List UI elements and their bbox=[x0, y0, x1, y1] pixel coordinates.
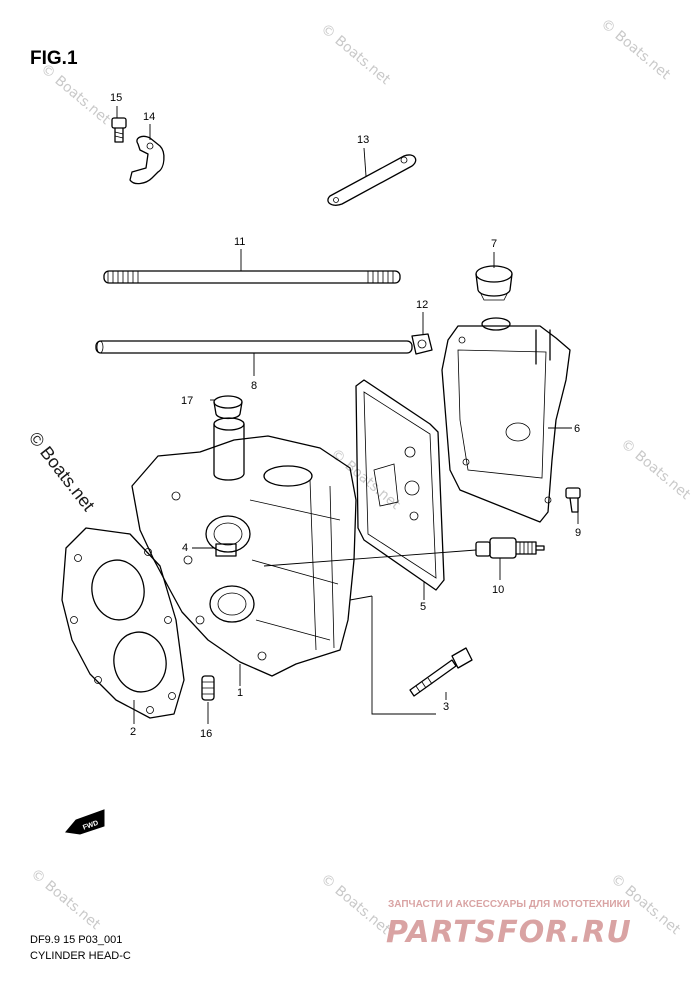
leader-lines bbox=[116, 106, 579, 724]
watermark: © Boats.net bbox=[317, 871, 393, 938]
callout-8: 8 bbox=[251, 380, 257, 392]
part-12-clip bbox=[411, 333, 433, 355]
callout-17: 17 bbox=[181, 395, 193, 407]
callout-6: 6 bbox=[574, 423, 580, 435]
part-15-bolt bbox=[111, 117, 127, 143]
watermark: © Boats.net bbox=[37, 61, 113, 128]
callout-16: 16 bbox=[200, 728, 212, 740]
callout-13: 13 bbox=[357, 134, 369, 146]
side-watermark: © Boats.net bbox=[25, 428, 99, 515]
part-5-gasket bbox=[355, 379, 445, 591]
part-10-spark-plug bbox=[475, 537, 545, 559]
callout-15: 15 bbox=[110, 92, 122, 104]
callout-1: 1 bbox=[237, 687, 243, 699]
callout-2: 2 bbox=[130, 726, 136, 738]
brand-name: PARTSFOR.RU bbox=[386, 915, 632, 950]
callout-5: 5 bbox=[420, 601, 426, 613]
part-17-plug bbox=[213, 395, 243, 420]
part-3-long-bolt bbox=[409, 647, 473, 697]
watermark: © Boats.net bbox=[27, 866, 103, 933]
watermark: © Boats.net bbox=[597, 16, 673, 83]
brand-tagline: ЗАПЧАСТИ И АКСЕССУАРЫ ДЛЯ МОТОТЕХНИКИ bbox=[388, 899, 630, 910]
part-8-rod bbox=[95, 340, 413, 354]
part-14-bracket bbox=[129, 135, 165, 185]
fig-label: FIG.1 bbox=[30, 48, 78, 69]
callout-14: 14 bbox=[143, 111, 155, 123]
callout-4: 4 bbox=[182, 542, 188, 554]
watermark: © Boats.net bbox=[617, 436, 693, 503]
callout-10: 10 bbox=[492, 584, 504, 596]
part-16-stud bbox=[201, 675, 215, 701]
callout-12: 12 bbox=[416, 299, 428, 311]
callout-9: 9 bbox=[575, 527, 581, 539]
part-13-strap bbox=[327, 154, 417, 206]
callout-labels: 15 14 13 11 7 12 8 17 6 9 4 10 5 1 3 2 1… bbox=[110, 92, 581, 740]
diagram-code: DF9.9 15 P03_001 bbox=[30, 934, 122, 946]
part-7-cap bbox=[475, 265, 513, 301]
part-1-cylinder-head bbox=[131, 417, 357, 677]
watermark: © Boats.net bbox=[317, 21, 393, 88]
callout-3: 3 bbox=[443, 701, 449, 713]
part-9-bolt bbox=[565, 487, 581, 513]
diagram-title: CYLINDER HEAD-C bbox=[30, 950, 131, 962]
callout-11: 11 bbox=[234, 236, 245, 248]
part-6-head-cover bbox=[441, 317, 571, 523]
fwd-arrow: FWD bbox=[65, 809, 105, 835]
part-2-head-gasket bbox=[61, 527, 185, 719]
watermark-layer: © Boats.net © Boats.net © Boats.net © Bo… bbox=[27, 16, 693, 938]
callout-7: 7 bbox=[491, 238, 497, 250]
part-11-threaded-rod bbox=[103, 270, 401, 284]
